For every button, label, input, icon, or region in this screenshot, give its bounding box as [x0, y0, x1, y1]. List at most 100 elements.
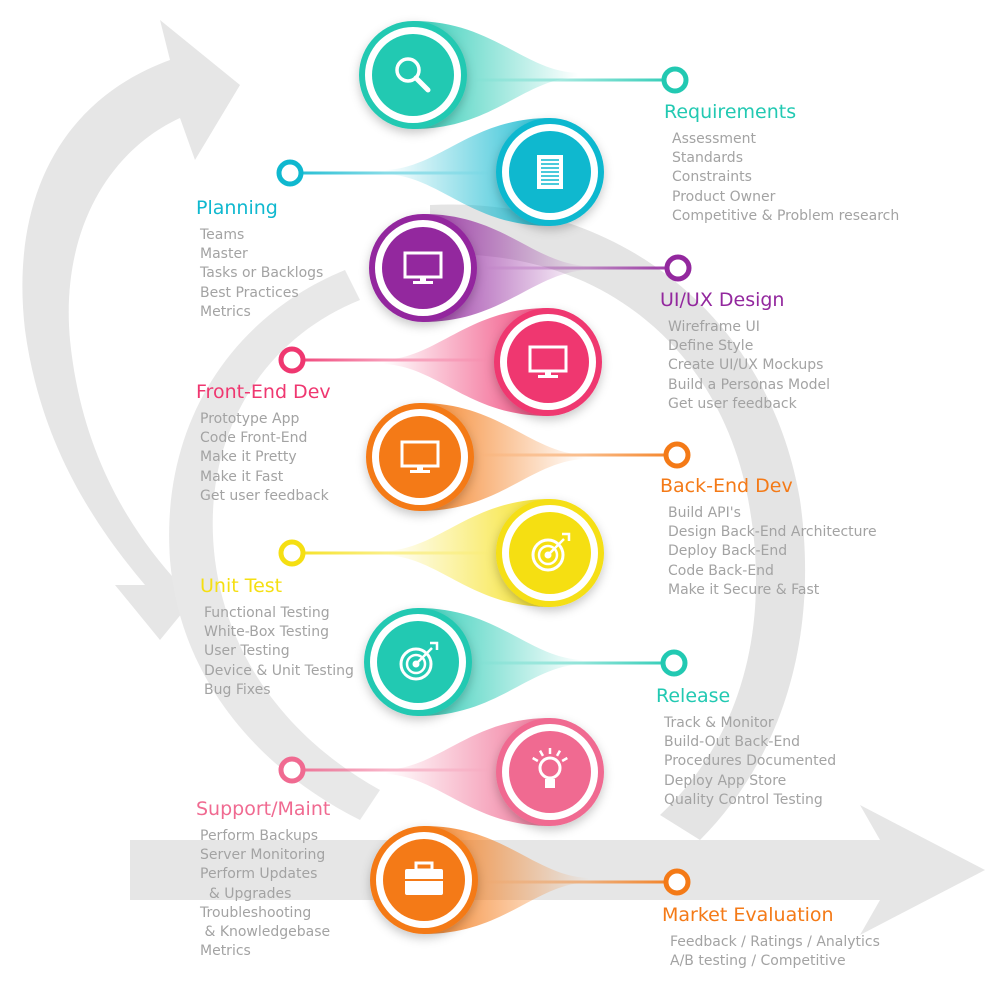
left-arc-arrow	[22, 20, 240, 640]
stage-connector	[473, 78, 665, 82]
stage-market-evaluation	[370, 826, 691, 934]
stage-item: Make it Pretty	[200, 449, 297, 466]
stage-ring-marker	[278, 346, 306, 374]
stage-item: Wireframe UI	[668, 319, 760, 335]
stage-connector	[302, 358, 488, 362]
stage-ring-marker	[278, 756, 306, 784]
stage-connector	[483, 266, 668, 270]
stage-item: Build-Out Back-End	[664, 734, 801, 751]
stage-item: A/B testing / Competitive	[670, 953, 846, 970]
stage-item: Feedback / Ratings / Analytics	[670, 934, 880, 950]
stage-item: Standards	[672, 150, 743, 167]
stage-ring-marker	[663, 868, 691, 896]
stage-ui-ux-design	[369, 214, 692, 322]
stage-item: Competitive & Problem research	[672, 207, 900, 224]
stage-item: Server Monitoring	[200, 847, 326, 864]
stage-planning	[276, 118, 604, 226]
stage-item: Track & Monitor	[664, 715, 774, 731]
stage-item: Build API's	[668, 505, 741, 521]
stage-connector	[480, 453, 667, 457]
stage-item: Metrics	[200, 943, 251, 960]
stage-connector	[302, 551, 490, 555]
stage-marks	[276, 21, 692, 934]
stage-back-end-dev	[366, 403, 691, 511]
stage-title: Front-End Dev	[196, 381, 331, 403]
stage-ring-marker	[661, 66, 689, 94]
stage-item: Assessment	[672, 131, 756, 147]
stage-item: Define Style	[668, 338, 754, 355]
stage-item: Product Owner	[672, 188, 776, 205]
stage-title: Requirements	[664, 101, 797, 123]
background-cycle-arrows	[22, 20, 985, 935]
stage-title: Market Evaluation	[662, 904, 834, 926]
stage-ring-marker	[276, 159, 304, 187]
monitor-icon	[400, 440, 440, 473]
stage-ring-marker	[278, 539, 306, 567]
stage-unit-test	[278, 499, 604, 607]
stage-item: Tasks or Backlogs	[200, 265, 324, 282]
stage-item: Perform Backups	[200, 828, 319, 844]
stage-item: & Upgrades	[200, 885, 292, 902]
stage-ring-marker	[663, 441, 691, 469]
stage-circle-inner	[509, 731, 591, 813]
monitor-icon	[528, 345, 568, 378]
stage-connector	[478, 661, 664, 665]
stage-item: Troubleshooting	[200, 904, 312, 921]
stage-title: Planning	[196, 197, 278, 219]
lightbulb-icon	[532, 748, 568, 788]
stage-circle-inner	[382, 227, 464, 309]
stage-item: White-Box Testing	[204, 624, 329, 641]
stage-item: Best Practices	[200, 284, 299, 301]
stage-item: Perform Updates	[200, 866, 318, 883]
stage-requirements	[359, 21, 689, 129]
right-arc	[430, 204, 806, 840]
monitor-icon	[403, 251, 443, 284]
bottom-arrow	[130, 805, 985, 935]
stage-title: Release	[656, 685, 731, 707]
stage-item: Teams	[200, 227, 245, 243]
stage-item: Get user feedback	[668, 395, 797, 412]
stage-item: Make it Fast	[200, 468, 284, 485]
stage-item: Device & Unit Testing	[204, 662, 354, 679]
stage-ring-marker	[664, 254, 692, 282]
stage-release	[364, 608, 688, 716]
stage-item: Build a Personas Model	[668, 376, 831, 393]
stage-item: Prototype App	[200, 411, 300, 427]
stage-item: Code Front-End	[200, 430, 308, 447]
target-icon	[531, 532, 571, 572]
stage-ring-marker	[660, 649, 688, 677]
stage-support-maint	[278, 718, 604, 826]
magnifier-icon	[395, 57, 431, 93]
stage-front-end-dev	[278, 308, 602, 416]
stage-circle-inner	[372, 34, 454, 116]
stage-item: Metrics	[200, 303, 251, 320]
stage-item: & Knowledgebase	[200, 924, 331, 941]
stage-connector	[300, 171, 490, 175]
briefcase-icon	[405, 861, 443, 895]
stage-item: Code Back-End	[668, 562, 774, 579]
stage-item: Quality Control Testing	[664, 791, 823, 808]
stage-item: Bug Fixes	[204, 681, 271, 698]
document-icon	[537, 155, 563, 189]
inner-arc	[169, 270, 380, 820]
target-icon	[399, 641, 439, 681]
stage-item: Procedures Documented	[664, 753, 837, 770]
stage-title: Support/Maint	[196, 798, 331, 820]
stage-title: Back-End Dev	[660, 475, 793, 497]
stage-circle-inner	[379, 416, 461, 498]
stage-title: UI/UX Design	[660, 289, 785, 311]
stage-item: Get user feedback	[200, 487, 329, 504]
stage-title: Unit Test	[200, 575, 283, 597]
stage-item: Functional Testing	[204, 605, 330, 621]
stage-item: Master	[200, 246, 248, 263]
stage-connector	[484, 880, 667, 884]
stage-item: User Testing	[204, 643, 290, 660]
stage-connector	[302, 768, 490, 772]
